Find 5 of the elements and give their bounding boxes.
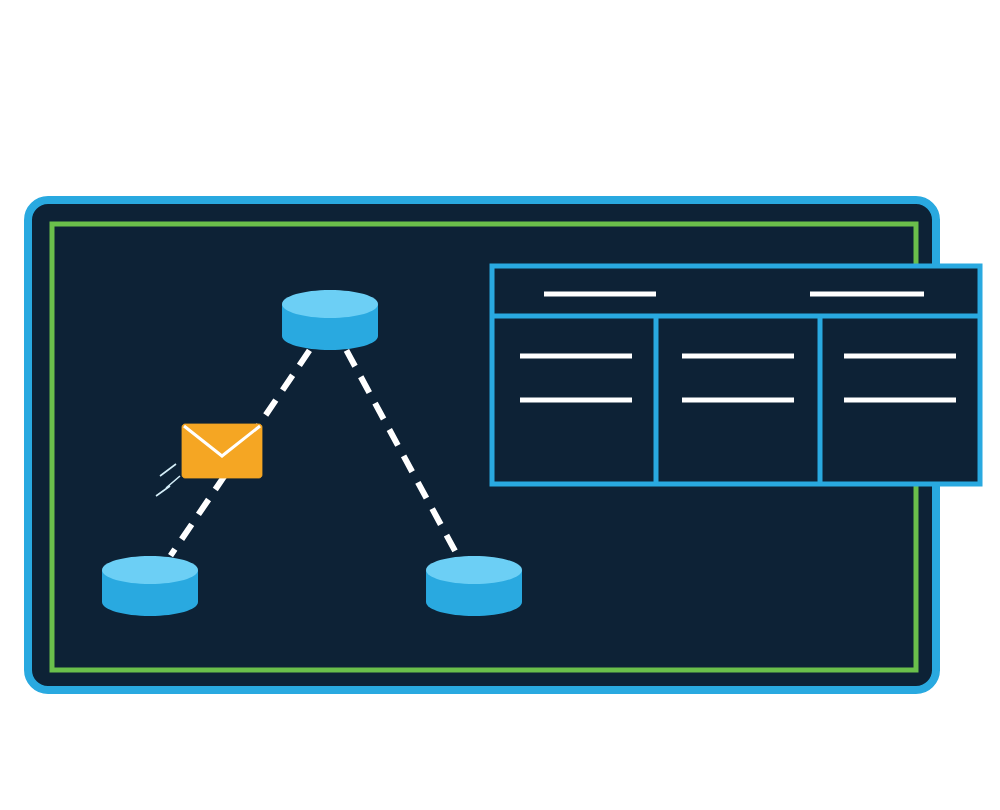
database-cylinder bbox=[282, 290, 378, 350]
database-cylinder bbox=[426, 556, 522, 616]
database-cylinder bbox=[102, 556, 198, 616]
connector-line bbox=[168, 348, 312, 558]
connector-line bbox=[343, 348, 461, 558]
